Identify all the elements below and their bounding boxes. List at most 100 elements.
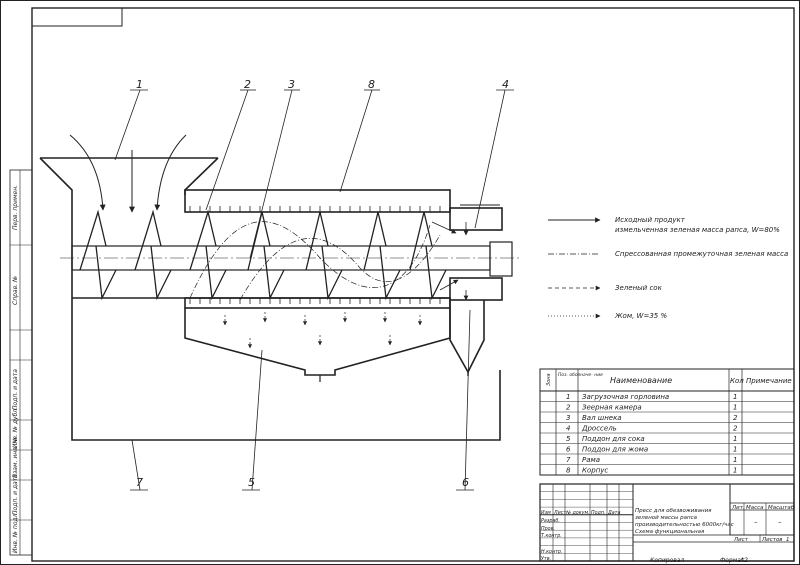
callout-3: 3 [288,78,295,91]
table-row-name: Рама [582,456,600,464]
flight-lower [95,245,117,301]
tb-role: Пров. [541,526,555,532]
side-stamp-column: Перв. примен. Справ. № Подп. и дата Инв.… [9,169,33,556]
th-zone: Зона [546,373,552,386]
flight-upper [247,211,271,271]
table-row-pos: 4 [566,425,570,433]
table-row-name: Зеерная камера [582,404,642,412]
table-row-pos: 7 [566,456,571,464]
tb-rev-header: Подп. [591,510,606,516]
flight-lower [263,245,285,301]
callout-2: 2 [244,78,251,91]
tb-format-value: А2 [739,557,748,564]
callout-6: 6 [462,476,469,489]
table-row-pos: 6 [566,446,571,454]
th-note: Примечание [746,377,792,385]
table-row-name: Дроссель [581,425,617,433]
tb-rev-header: Дата [607,510,620,516]
callout-4: 4 [502,78,509,91]
screw-flights [79,209,447,301]
table-row-name: Поддон для сока [582,435,645,443]
sieve-top [189,206,441,212]
flight-lower [379,245,401,301]
legend-text-3: Зеленый сок [615,284,663,292]
table-row-qty: 1 [733,404,737,412]
legend-text-0: Исходный продукт [615,216,686,224]
shaft-end [489,241,513,277]
title-block: Пресс для обезвоживания зеленой массы ра… [539,483,795,564]
title-line-1: Пресс для обезвоживания [635,508,712,514]
tb-scale-label: Масштаб [768,505,795,511]
callout-7: 7 [136,476,143,489]
tb-lit-label: Лит. [731,505,745,511]
table-row-name: Загрузочная горловина [582,393,669,401]
juice-arrows [222,312,423,349]
tb-copied: Копировал [650,557,684,564]
tb-role: Разраб. [541,518,560,524]
tb-rev-header: Лист [553,510,566,516]
drawing-frame [31,7,795,562]
table-row-qty: 1 [733,435,737,443]
tb-mass-value: – [754,518,758,526]
table-row-name: Вал шнека [582,414,622,422]
tb-sheets-value: 1 [786,537,790,543]
stamp-perv-primen: Перв. примен. [12,185,19,230]
title-line-4: Схема функциональная [635,529,705,535]
stamp-podp-data-2: Подп. и дата [12,474,19,515]
callout-5: 5 [248,476,255,489]
top-left-stamp [31,7,123,27]
table-row-pos: 1 [566,393,570,401]
frame-outline [71,235,501,441]
table-row-pos: 2 [566,404,571,412]
title-line-3: производительностью 6000кг/час [635,522,734,528]
feed-arrows [69,134,187,213]
tb-sheets-label: Листов [761,537,783,543]
title-line-2: зеленой массы рапса [635,515,698,521]
flight-upper [409,211,433,271]
tb-role: Т.контр. [541,533,562,539]
stamp-vzam-inv: Взам. инв. № [12,437,19,478]
legend-text-2: Спрессованная промежуточная зеленая масс… [615,250,788,258]
tb-rev-header: Изм [541,510,551,516]
table-row-pos: 8 [566,467,571,475]
table-row-name: Поддон для жома [582,446,648,454]
tb-format-label: Формат [720,557,745,564]
compressed-mass-path [189,221,469,301]
table-row-qty: 2 [733,425,738,433]
table-row-qty: 2 [733,414,738,422]
th-pos: Поз. обозначе- ние [558,372,603,378]
flight-lower [321,245,343,301]
tb-role: Утв. [541,556,551,562]
table-row-name: Корпус [582,467,608,475]
table-row-pos: 5 [566,435,571,443]
table-row-qty: 1 [733,446,737,454]
callout-8: 8 [368,78,375,91]
stamp-inv-dubl: Инв. № дубл. [12,407,19,448]
flight-upper [189,209,217,271]
flight-upper [305,211,329,271]
tb-rev-header: № докум. [565,510,590,516]
flow-legend: Исходный продукт измельченная зеленая ма… [548,216,788,320]
hopper-left-wall [39,157,73,235]
sieve-bottom [189,298,441,304]
tb-mass-label: Масса [746,505,764,511]
throttle-housing-top [449,207,503,231]
throttle-housing-bottom [449,277,503,301]
juice-tray [184,308,451,376]
stamp-sprav: Справ. № [12,276,19,305]
leader-lines [114,89,514,491]
stamp-podp-data-1: Подп. и дата [12,369,19,410]
tb-role: Н.контр. [541,549,562,555]
th-qty: Кол [730,377,744,385]
table-row-qty: 1 [733,467,737,475]
flight-lower [150,245,172,301]
flight-lower [205,245,227,301]
flight-upper [363,211,387,271]
tb-sheet-label: Лист [733,537,749,543]
stamp-inv-podl: Инв. № подл. [12,512,19,553]
th-name: Наименование [610,376,672,385]
table-row-qty: 1 [733,393,737,401]
table-row-pos: 3 [566,414,570,422]
